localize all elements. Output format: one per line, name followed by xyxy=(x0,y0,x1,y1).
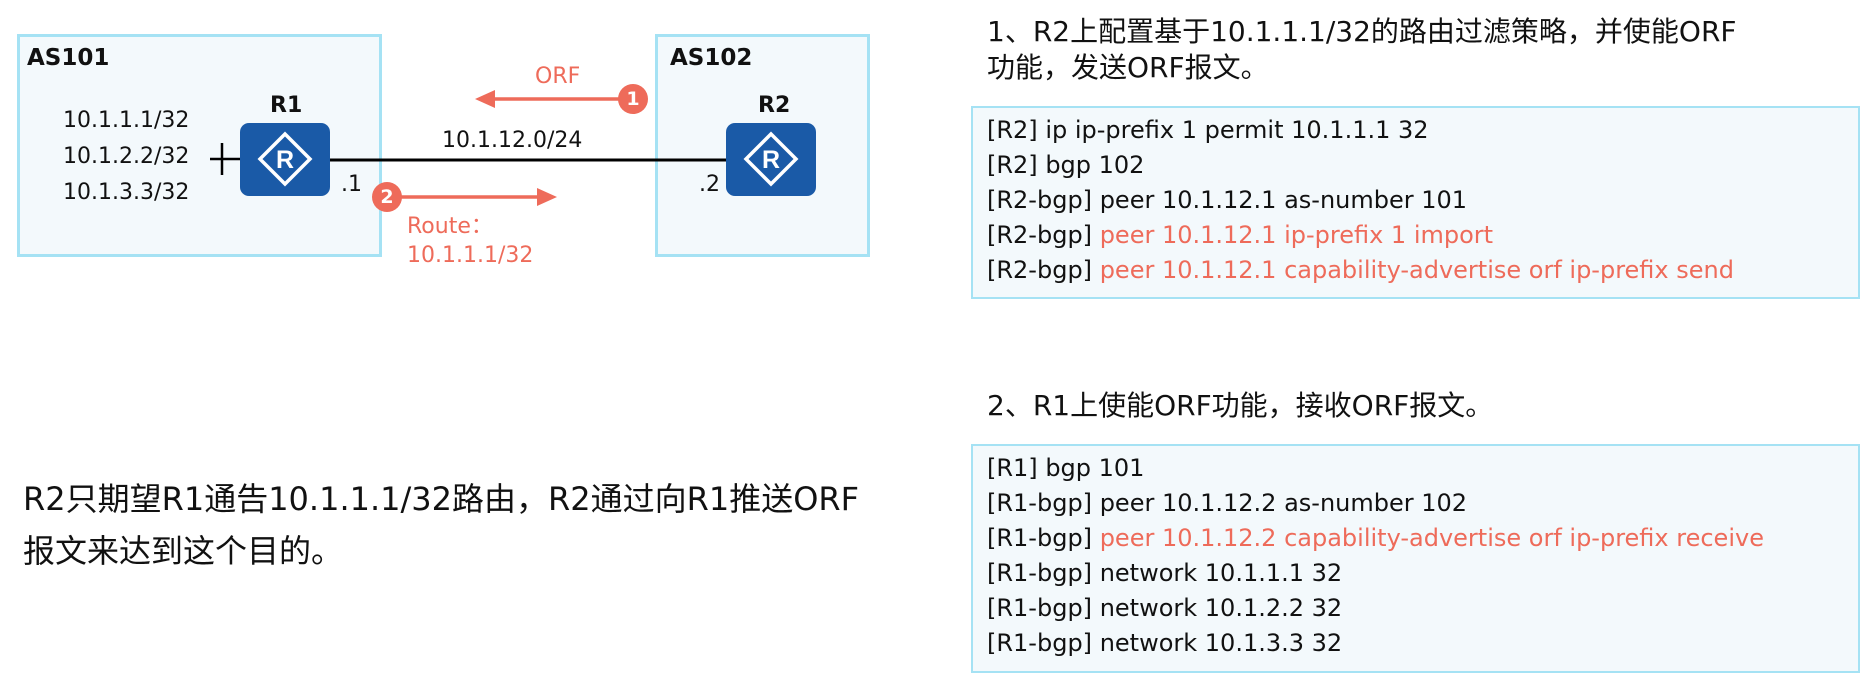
code-prompt: [R2-bgp] xyxy=(987,256,1093,284)
code-command: network 10.1.2.2 32 xyxy=(1099,594,1343,622)
router-icon: R xyxy=(743,131,799,187)
code-line: [R2] ip ip-prefix 1 permit 10.1.1.1 32 xyxy=(987,113,1844,148)
r2-router-icon: R xyxy=(726,123,816,196)
description-line-2: 报文来达到这个目的。 xyxy=(23,532,344,570)
code-command: ip ip-prefix 1 permit 10.1.1.1 32 xyxy=(1045,116,1429,144)
step2-heading: 2、R1上使能ORF功能，接收ORF报文。 xyxy=(987,388,1493,424)
description-line-1: R2只期望R1通告10.1.1.1/32路由，R2通过向R1推送ORF xyxy=(23,480,860,518)
r1-route-2: 10.1.2.2/32 xyxy=(63,144,190,169)
code-command: network 10.1.1.1 32 xyxy=(1099,559,1343,587)
step1-heading-line-1: 1、R2上配置基于10.1.1.1/32的路由过滤策略，并使能ORF xyxy=(987,15,1737,48)
code-command: bgp 102 xyxy=(1045,151,1145,179)
code-line: [R2-bgp] peer 10.1.12.1 ip-prefix 1 impo… xyxy=(987,218,1844,253)
route-value: 10.1.1.1/32 xyxy=(407,243,534,268)
code-line: [R1-bgp] peer 10.1.12.2 capability-adver… xyxy=(987,521,1844,556)
r1-label: R1 xyxy=(270,93,303,118)
code-command: bgp 101 xyxy=(1045,454,1145,482)
code-prompt: [R1-bgp] xyxy=(987,629,1093,657)
step2-heading-line-1: 2、R1上使能ORF功能，接收ORF报文。 xyxy=(987,389,1494,422)
code-line: [R1] bgp 101 xyxy=(987,451,1844,486)
code-line: [R1-bgp] peer 10.1.12.2 as-number 102 xyxy=(987,486,1844,521)
orf-label: ORF xyxy=(535,64,581,89)
svg-text:R: R xyxy=(762,146,780,174)
step1-code-box: [R2] ip ip-prefix 1 permit 10.1.1.1 32[R… xyxy=(971,106,1860,299)
code-prompt: [R2-bgp] xyxy=(987,186,1093,214)
description: R2只期望R1通告10.1.1.1/32路由，R2通过向R1推送ORF 报文来达… xyxy=(23,473,859,577)
orf-arrow-head xyxy=(475,90,495,108)
router-icon: R xyxy=(257,131,313,187)
svg-text:R: R xyxy=(276,146,294,174)
step2-code-lines: [R1] bgp 101[R1-bgp] peer 10.1.12.2 as-n… xyxy=(987,451,1844,661)
code-line: [R1-bgp] network 10.1.2.2 32 xyxy=(987,591,1844,626)
as102-label: AS102 xyxy=(670,45,753,71)
step2-badge-icon: 2 xyxy=(372,182,402,212)
step1-code-lines: [R2] ip ip-prefix 1 permit 10.1.1.1 32[R… xyxy=(987,113,1844,288)
code-prompt: [R1-bgp] xyxy=(987,524,1093,552)
link-subnet-label: 10.1.12.0/24 xyxy=(442,128,583,153)
code-command: peer 10.1.12.2 as-number 102 xyxy=(1099,489,1468,517)
code-command: peer 10.1.12.1 as-number 101 xyxy=(1099,186,1468,214)
route-arrow-head xyxy=(537,188,557,206)
code-prompt: [R1-bgp] xyxy=(987,489,1093,517)
code-prompt: [R1-bgp] xyxy=(987,594,1093,622)
code-line: [R1-bgp] network 10.1.3.3 32 xyxy=(987,626,1844,661)
as101-label: AS101 xyxy=(27,45,110,71)
code-line: [R2-bgp] peer 10.1.12.1 capability-adver… xyxy=(987,253,1844,288)
code-line: [R2-bgp] peer 10.1.12.1 as-number 101 xyxy=(987,183,1844,218)
r2-label: R2 xyxy=(758,93,791,118)
step1-badge-icon: 1 xyxy=(618,84,648,114)
code-prompt: [R2] xyxy=(987,151,1038,179)
code-prompt: [R1] xyxy=(987,454,1038,482)
r1-router-icon: R xyxy=(240,123,330,196)
code-prompt: [R2] xyxy=(987,116,1038,144)
r1-interface-label: .1 xyxy=(341,172,362,197)
code-command: peer 10.1.12.1 capability-advertise orf … xyxy=(1099,256,1734,284)
code-prompt: [R2-bgp] xyxy=(987,221,1093,249)
code-line: [R1-bgp] network 10.1.1.1 32 xyxy=(987,556,1844,591)
step2-code-box: [R1] bgp 101[R1-bgp] peer 10.1.12.2 as-n… xyxy=(971,444,1860,673)
code-command: peer 10.1.12.1 ip-prefix 1 import xyxy=(1099,221,1494,249)
code-prompt: [R1-bgp] xyxy=(987,559,1093,587)
r2-interface-label: .2 xyxy=(699,172,720,197)
step1-heading: 1、R2上配置基于10.1.1.1/32的路由过滤策略，并使能ORF 功能，发送… xyxy=(987,14,1737,86)
step1-heading-line-2: 功能，发送ORF报文。 xyxy=(987,51,1269,84)
code-command: network 10.1.3.3 32 xyxy=(1099,629,1343,657)
code-line: [R2] bgp 102 xyxy=(987,148,1844,183)
code-command: peer 10.1.12.2 capability-advertise orf … xyxy=(1099,524,1764,552)
route-label: Route： xyxy=(407,214,493,239)
r1-route-3: 10.1.3.3/32 xyxy=(63,180,190,205)
r1-route-1: 10.1.1.1/32 xyxy=(63,108,190,133)
